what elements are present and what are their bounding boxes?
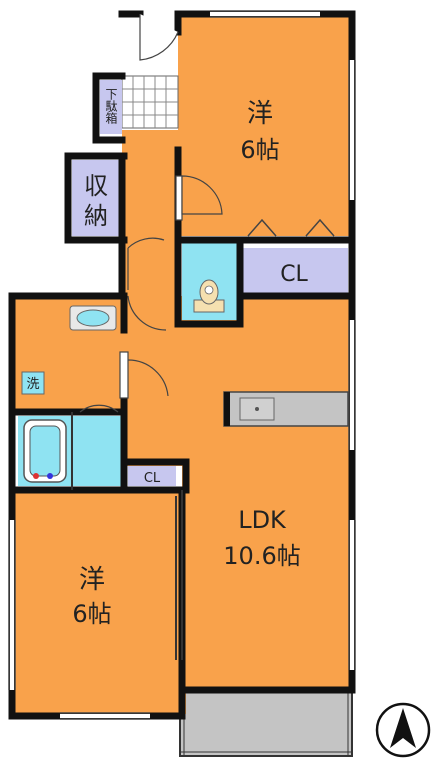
kitchen-sink-icon bbox=[223, 391, 349, 427]
doors bbox=[79, 14, 223, 413]
closet-north bbox=[240, 248, 348, 294]
room-south-kind: 洋 bbox=[79, 565, 105, 595]
north-arrow-icon bbox=[375, 702, 431, 758]
shoe-storage bbox=[100, 80, 122, 134]
ldk-size: 10.6帖 bbox=[223, 542, 300, 570]
balcony bbox=[179, 689, 353, 757]
bathtub-icon bbox=[23, 419, 67, 483]
storage-label-char2: 納 bbox=[84, 202, 108, 230]
storage bbox=[72, 160, 122, 236]
room-north-kind: 洋 bbox=[247, 99, 273, 129]
washer bbox=[21, 371, 45, 395]
toilet-icon bbox=[193, 279, 225, 313]
entrance-tile bbox=[121, 75, 179, 129]
shoe-storage-label: 下駄箱 bbox=[104, 88, 118, 124]
room-south-size: 6帖 bbox=[72, 600, 111, 628]
room-north-size: 6帖 bbox=[240, 136, 279, 164]
storage-label: 収納 bbox=[84, 172, 108, 230]
washer-label: 洗 bbox=[26, 377, 39, 392]
closet-south bbox=[128, 466, 176, 486]
storage-label-text: 収 bbox=[84, 172, 108, 200]
windows bbox=[8, 10, 356, 720]
ldk-name: LDK bbox=[238, 506, 287, 534]
closet-south-label: CL bbox=[144, 471, 161, 486]
closet-north-label: CL bbox=[280, 262, 308, 287]
bath-side bbox=[72, 416, 124, 486]
wash-basin-icon bbox=[69, 305, 117, 331]
